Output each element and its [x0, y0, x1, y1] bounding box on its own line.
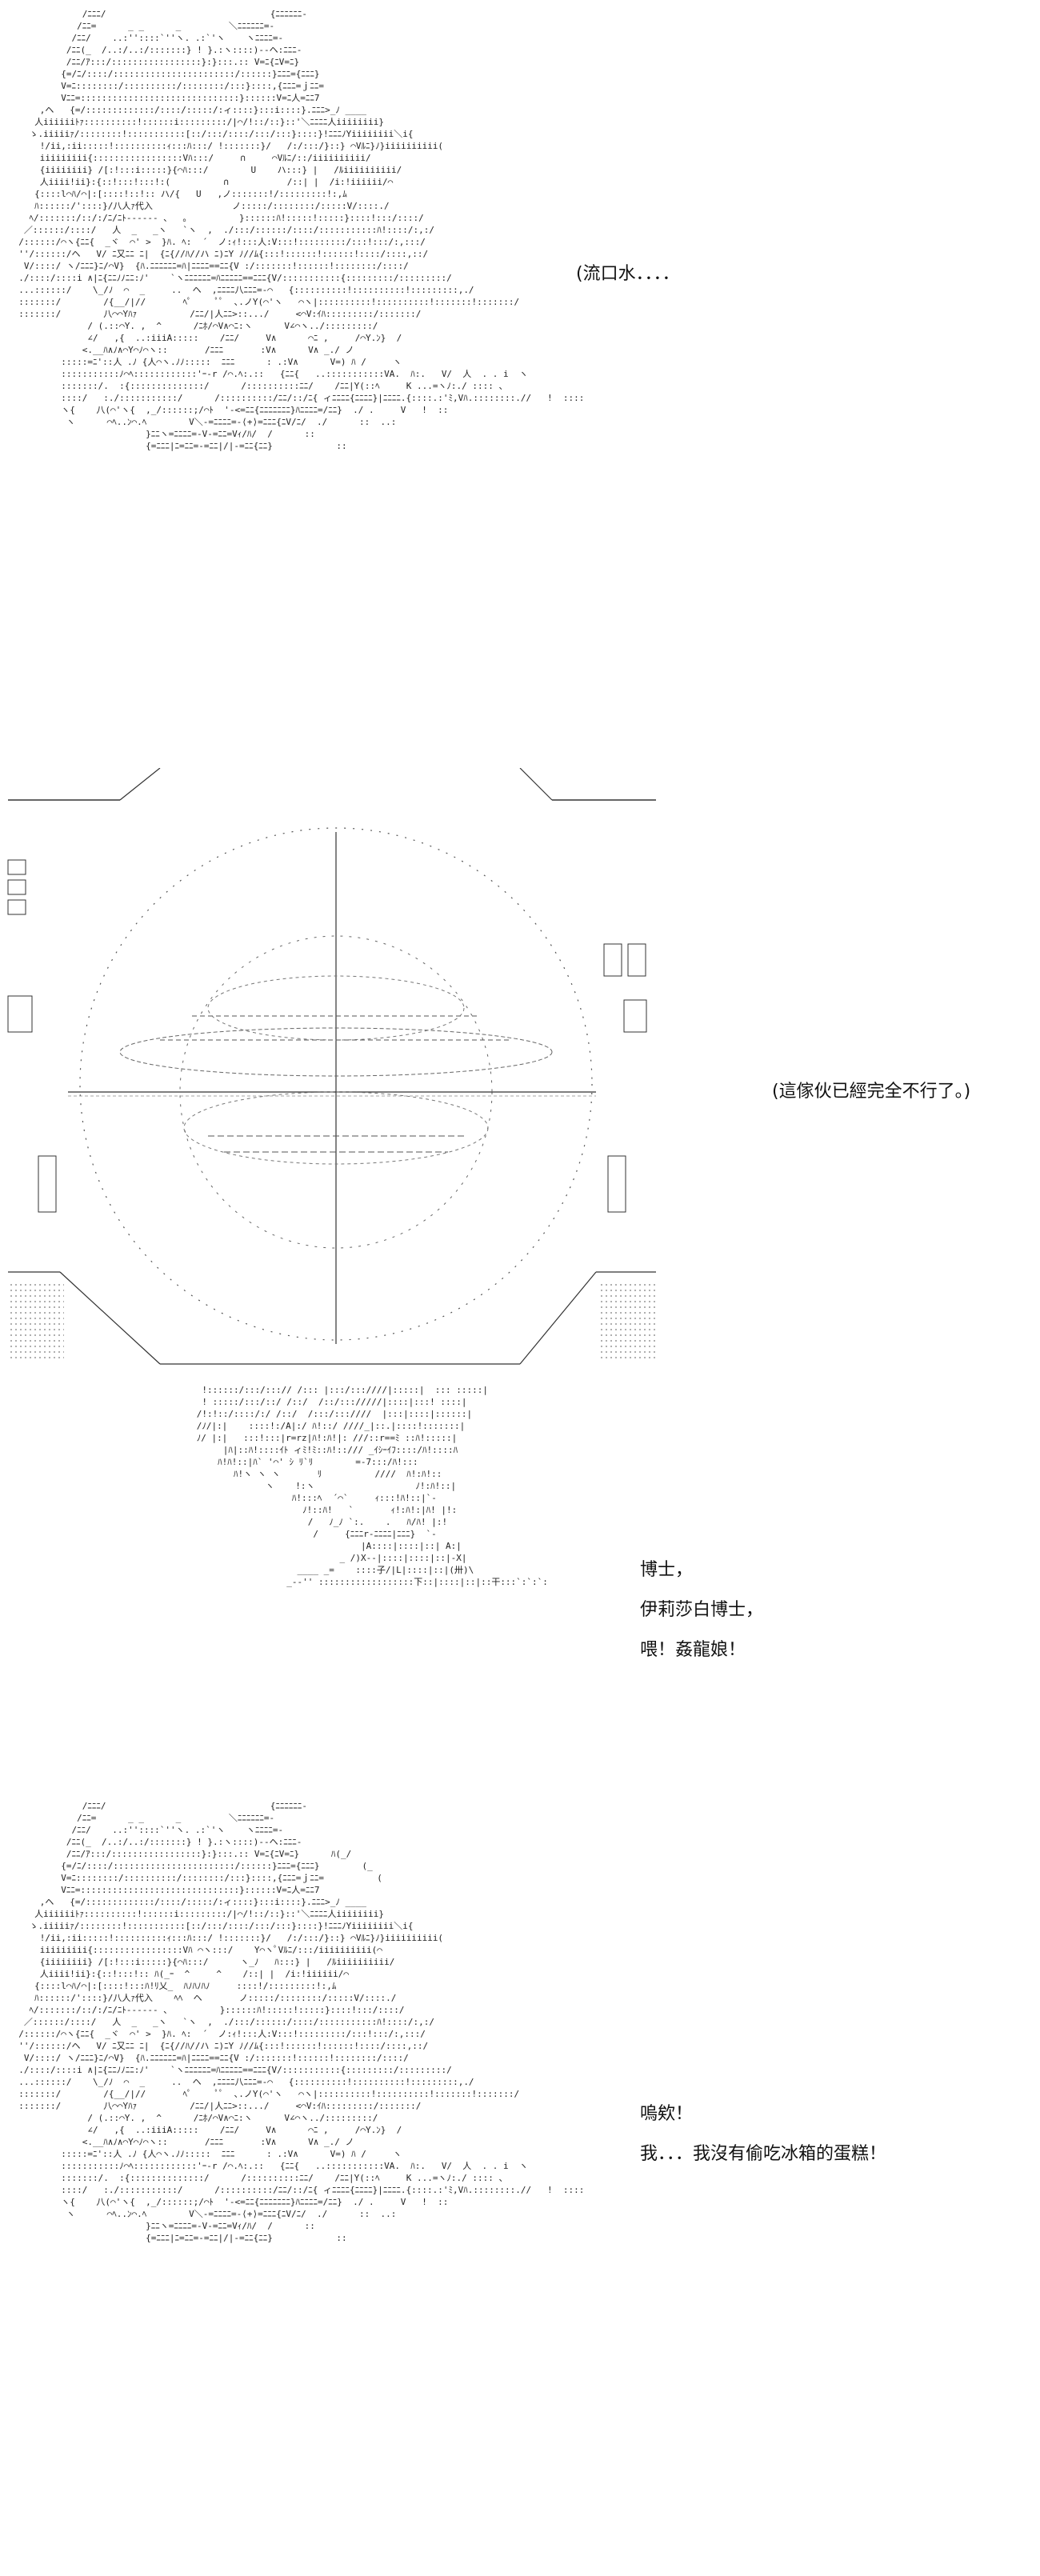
- speech-text-line2: 伊莉莎白博士，: [640, 1600, 764, 1620]
- speech-text-line2: 我．．．我沒有偷吃冰箱的蛋糕！: [640, 2144, 887, 2164]
- speech-text-line1: 嗚欸！: [640, 2104, 694, 2124]
- panel-1: /ﾆﾆﾆ/ {ﾆﾆﾆﾆﾆﾆ- /ﾆﾆ= _ _ _ ＼ﾆﾆﾆﾆﾆﾆ=- /ﾆﾆ/…: [0, 0, 1040, 768]
- scope-frame: [7, 768, 656, 1365]
- panel-3: !::::::/:::/:::// /::: |:::/:::////|::::…: [0, 1376, 1040, 1792]
- ascii-art-character: /ﾆﾆﾆ/ {ﾆﾆﾆﾆﾆﾆ- /ﾆﾆ= _ _ _ ＼ﾆﾆﾆﾆﾆﾆ=- /ﾆﾆ/…: [18, 1801, 585, 2243]
- speech-text: (流口水．．．．: [576, 264, 680, 284]
- panel-2: (這傢伙已經完全不行了。): [0, 768, 1040, 1376]
- speech-text-line1: 博士，: [640, 1560, 694, 1580]
- ascii-art-character: /ﾆﾆﾆ/ {ﾆﾆﾆﾆﾆﾆ- /ﾆﾆ= _ _ _ ＼ﾆﾆﾆﾆﾆﾆ=- /ﾆﾆ/…: [18, 9, 585, 451]
- ascii-art-character: !::::::/:::/:::// /::: |:::/:::////|::::…: [196, 1385, 548, 1587]
- speech-text: (這傢伙已經完全不行了。): [772, 1082, 971, 1102]
- speech-text-line3: 喂！姦龍娘！: [640, 1640, 746, 1660]
- panel-4: /ﾆﾆﾆ/ {ﾆﾆﾆﾆﾆﾆ- /ﾆﾆ= _ _ _ ＼ﾆﾆﾆﾆﾆﾆ=- /ﾆﾆ/…: [0, 1792, 1040, 2576]
